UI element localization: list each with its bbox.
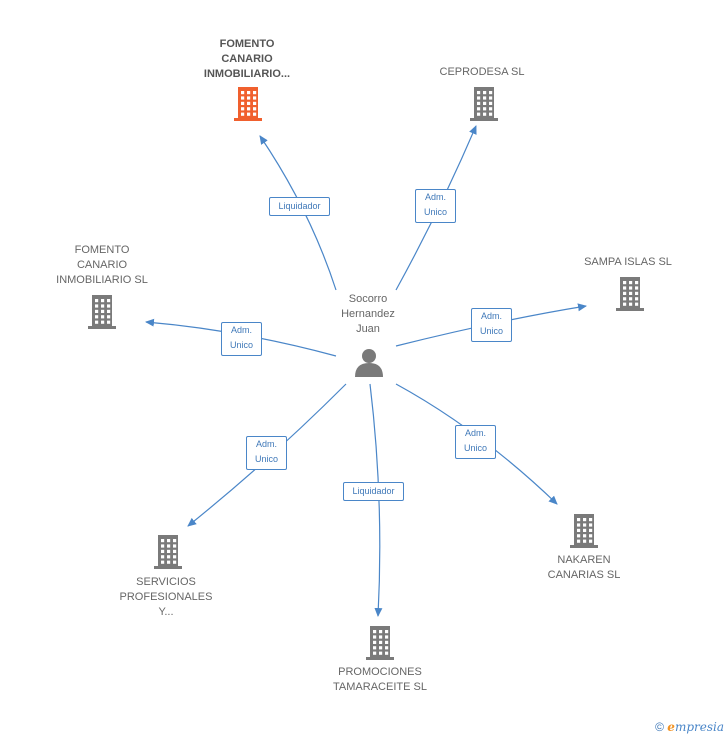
edge-label-liquidador-promociones: Liquidador	[343, 482, 404, 501]
edge-label-adm-unico-nakaren: Adm. Unico	[455, 425, 496, 459]
building-icon-servicios-profesionales[interactable]	[154, 535, 182, 569]
company-label-fomento-canario-inmobiliario-sl[interactable]: FOMENTO CANARIO INMOBILIARIO SL	[56, 244, 148, 286]
company-label-promociones-tamaraceite[interactable]: PROMOCIONES TAMARACEITE SL	[333, 666, 427, 693]
company-label-servicios-profesionales[interactable]: SERVICIOS PROFESIONALES Y...	[119, 576, 213, 618]
building-icon-ceprodesa[interactable]	[470, 87, 498, 121]
footer-brand[interactable]: © empresia	[655, 720, 724, 734]
edge-label-adm-unico-fomento-sl: Adm. Unico	[221, 322, 262, 356]
company-label-sampa-islas[interactable]: SAMPA ISLAS SL	[584, 256, 672, 268]
building-icon-fomento-canario-inmobiliario-highlight[interactable]	[234, 87, 262, 121]
building-icon-promociones-tamaraceite[interactable]	[366, 626, 394, 660]
company-label-fomento-canario-inmobiliario-highlight[interactable]: FOMENTO CANARIO INMOBILIARIO...	[203, 38, 291, 80]
brand-logo: empresia	[667, 720, 724, 734]
building-icon-nakaren-canarias[interactable]	[570, 514, 598, 548]
company-label-nakaren-canarias[interactable]: NAKAREN CANARIAS SL	[547, 554, 621, 581]
edge-label-liquidador-fomento: Liquidador	[269, 197, 330, 216]
edge-label-adm-unico-ceprodesa: Adm. Unico	[415, 189, 456, 223]
building-icon-sampa-islas[interactable]	[616, 277, 644, 311]
edge-label-adm-unico-sampa: Adm. Unico	[471, 308, 512, 342]
edge-label-adm-unico-servicios: Adm. Unico	[246, 436, 287, 470]
person-icon[interactable]	[355, 349, 383, 377]
company-label-ceprodesa[interactable]: CEPRODESA SL	[439, 66, 525, 78]
building-icon-fomento-canario-inmobiliario-sl[interactable]	[88, 295, 116, 329]
center-person-label[interactable]: Socorro Hernandez Juan	[341, 293, 395, 335]
copyright-symbol: ©	[655, 720, 664, 734]
